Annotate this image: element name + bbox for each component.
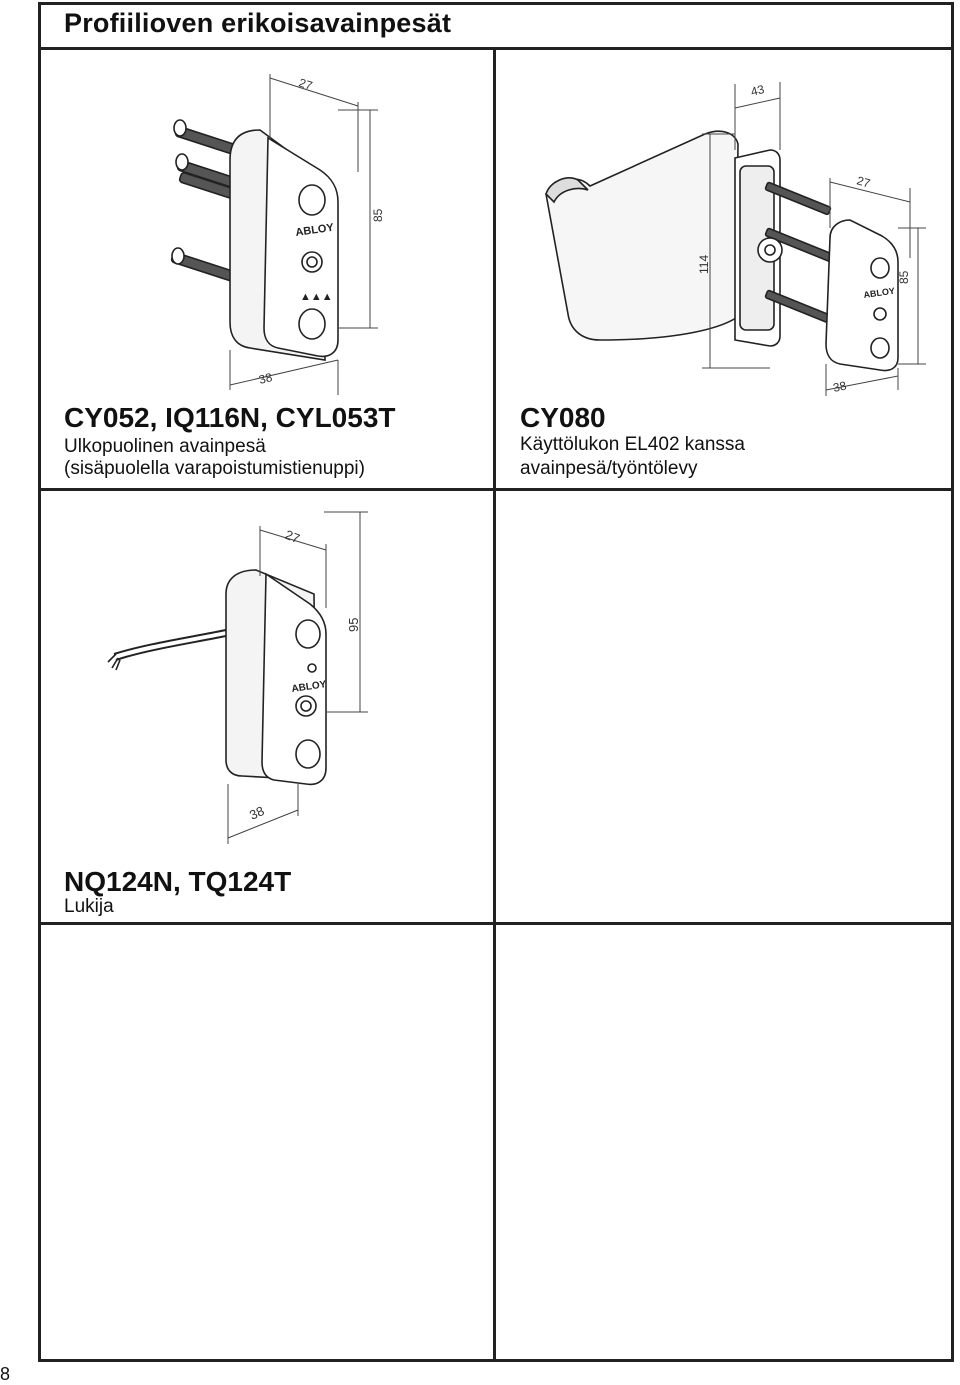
dim-2-plate-height: 114 [697, 255, 711, 274]
product-3-drawing: ABLOY 27 95 38 [107, 511, 368, 844]
product-2-code: CY080 [520, 402, 606, 433]
brand-logo-1: ABLOY [295, 222, 335, 239]
product-3-line1: Lukija [64, 896, 114, 917]
page-number: 8 [0, 1364, 11, 1384]
product-2-line1: Käyttölukon EL402 kanssa [520, 434, 745, 455]
grid-row-divider-2 [38, 922, 954, 925]
product-1-line2: (sisäpuolella varapoistumistienuppi) [64, 458, 365, 479]
grid-row-divider-1 [38, 488, 954, 491]
brand-logo-3: ABLOY [291, 679, 328, 695]
dim-2-depth: 27 [855, 173, 872, 190]
grid-vertical-divider [493, 48, 496, 1362]
svg-text:▲▲▲: ▲▲▲ [300, 291, 333, 303]
dim-2-height: 85 [897, 270, 911, 284]
dim-3-depth: 27 [283, 527, 302, 546]
product-3-code: NQ124N, TQ124T [64, 866, 292, 897]
page-title: Profiilioven erikoisavainpesät [64, 8, 452, 38]
product-1-code: CY052, IQ116N, CYL053T [64, 402, 396, 433]
dim-1-height: 85 [371, 208, 385, 222]
title-bar [38, 2, 954, 50]
bolts [170, 119, 239, 282]
product-1-line1: Ulkopuolinen avainpesä [64, 436, 266, 457]
dim-3-height: 95 [346, 618, 361, 632]
brand-logo-2: ABLOY [863, 286, 896, 300]
dim-1-depth: 27 [297, 76, 314, 94]
dim-1-width: 38 [257, 370, 274, 387]
dim-3-width: 38 [247, 803, 266, 823]
product-2-line2: avainpesä/työntölevy [520, 458, 698, 479]
dim-2-plate-width: 43 [749, 82, 766, 99]
product-1-drawing: ABLOY ▲▲▲ 27 85 38 [170, 74, 385, 395]
product-2-drawing: ABLOY 43 114 27 85 38 [545, 82, 926, 396]
dim-2-width: 38 [832, 378, 848, 395]
